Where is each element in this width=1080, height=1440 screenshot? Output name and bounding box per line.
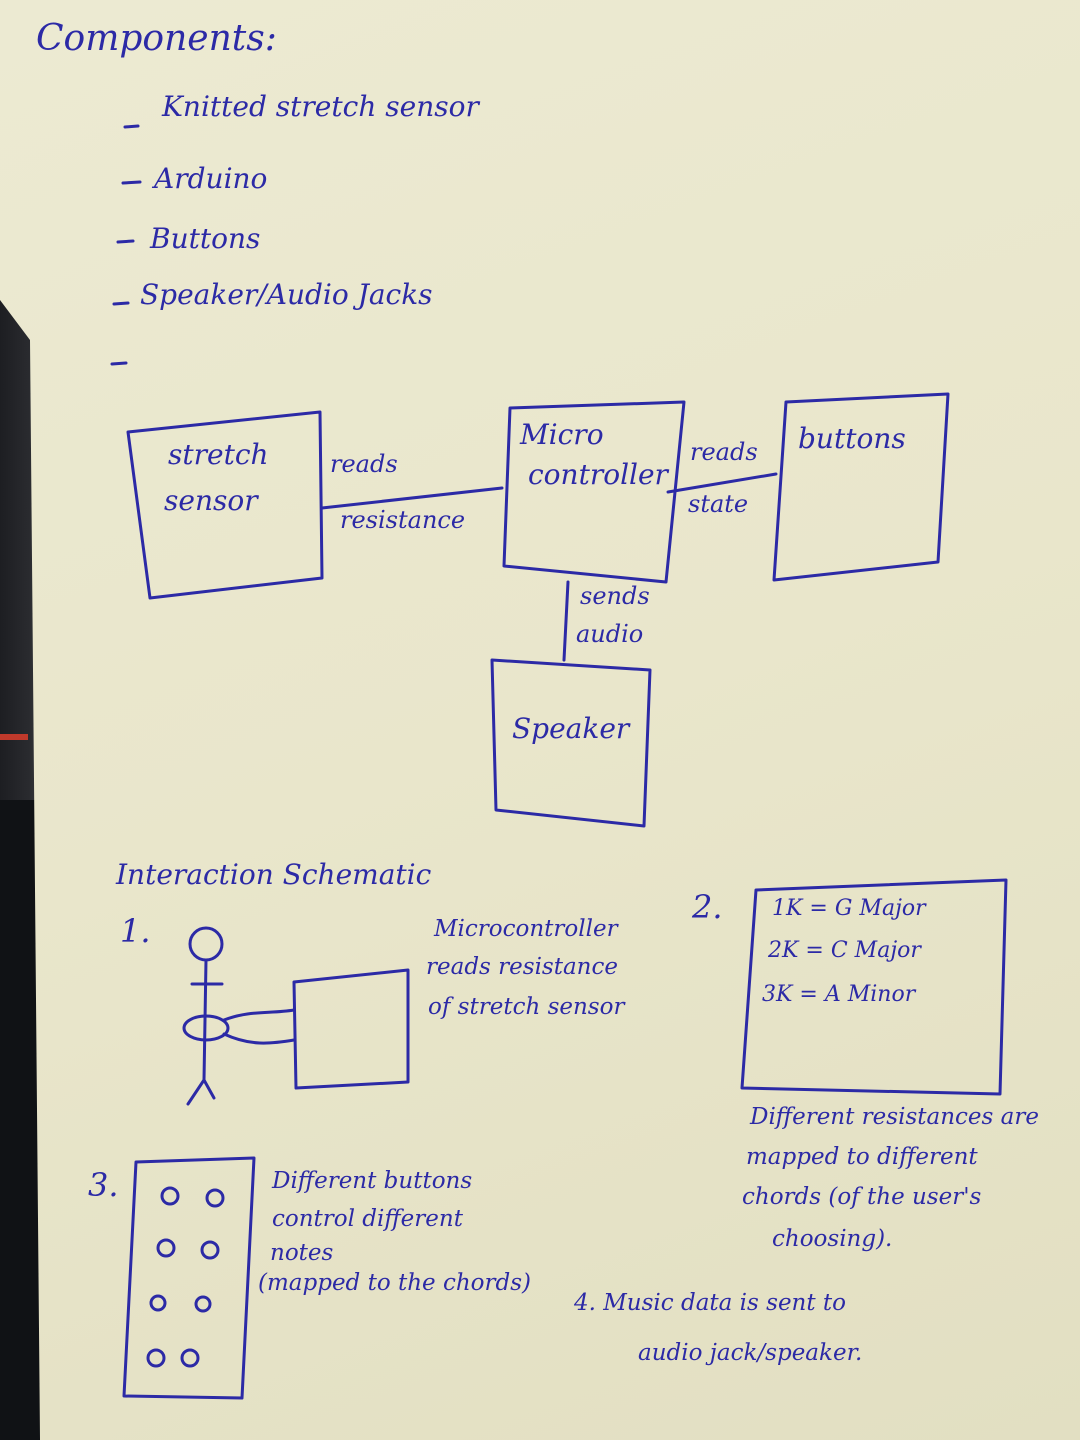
panel-button: [146, 1348, 166, 1368]
edge-label-sends: sends: [580, 582, 650, 610]
bullet-dash: [121, 180, 142, 185]
step1-text: Microcontroller: [434, 916, 618, 942]
step1-number: 1.: [120, 912, 151, 950]
connector-micro-buttons: [666, 472, 778, 494]
step4-text: audio jack/speaker.: [638, 1340, 863, 1366]
edge-label-audio: audio: [576, 620, 644, 648]
step2-number: 2.: [692, 888, 723, 926]
component-item: Knitted stretch sensor: [162, 90, 479, 123]
microcontroller-label-line2: controller: [528, 458, 668, 491]
panel-button: [160, 1186, 180, 1206]
step2-text: choosing).: [772, 1226, 893, 1252]
microcontroller-box: [502, 400, 686, 584]
step3-text: control different: [272, 1206, 463, 1232]
edge-label-reads: reads: [330, 450, 398, 478]
buttons-label: buttons: [798, 422, 906, 455]
bullet-dash: [112, 301, 130, 306]
button-panel: [122, 1156, 256, 1400]
buttons-box: [772, 392, 950, 582]
panel-button: [156, 1238, 176, 1258]
step3-number: 3.: [88, 1166, 119, 1204]
stretch-sensor-label-line2: sensor: [164, 484, 258, 517]
speaker-label: Speaker: [512, 712, 630, 745]
chord-map-item: 3K = A Minor: [762, 982, 916, 1007]
step3-text: Different buttons: [272, 1168, 473, 1194]
step1-text: of stretch sensor: [428, 994, 625, 1020]
connector-sensor-micro: [320, 486, 504, 510]
monitor-edge: [0, 800, 40, 1440]
microcontroller-label-line1: Micro: [520, 418, 604, 451]
edge-label-reads-state-2: state: [688, 490, 749, 518]
stretch-sensor-box: [126, 410, 324, 600]
step2-text: Different resistances are: [750, 1104, 1039, 1130]
panel-button: [180, 1348, 200, 1368]
connector-micro-speaker: [562, 580, 570, 662]
panel-button: [149, 1294, 167, 1312]
bullet-dash: [123, 124, 140, 129]
stick-figure-head: [188, 926, 224, 962]
chord-map-box: [740, 878, 1008, 1096]
step4-text: 4. Music data is sent to: [574, 1290, 847, 1316]
component-item: Speaker/Audio Jacks: [140, 278, 433, 311]
interaction-title: Interaction Schematic: [116, 858, 432, 891]
bullet-dash: [116, 239, 135, 244]
edge-label-resistance: resistance: [340, 506, 466, 534]
stick-figure-body: [186, 958, 224, 1106]
edge-label-reads-state-1: reads: [690, 438, 758, 466]
bullet-dash: [110, 361, 128, 366]
step1-box: [292, 968, 410, 1090]
chord-map-item: 2K = C Major: [768, 938, 921, 963]
speaker-box: [490, 658, 652, 828]
step2-text: chords (of the user's: [742, 1184, 982, 1210]
step3-text: (mapped to the chords): [258, 1270, 532, 1296]
monitor-red-accent: [0, 734, 28, 740]
panel-button: [205, 1188, 225, 1208]
panel-button: [194, 1295, 212, 1313]
components-title: Components:: [36, 18, 277, 59]
step1-text: reads resistance: [426, 954, 618, 980]
stretch-sensor-label-line1: stretch: [168, 438, 269, 471]
chord-map-item: 1K = G Major: [772, 896, 926, 921]
component-item: Arduino: [154, 162, 268, 195]
step2-text: mapped to different: [746, 1144, 978, 1170]
panel-button: [200, 1240, 220, 1260]
step3-text: notes: [270, 1240, 334, 1266]
stick-figure-hands: [182, 1014, 230, 1042]
component-item: Buttons: [150, 222, 261, 255]
stretch-band: [222, 1008, 296, 1045]
